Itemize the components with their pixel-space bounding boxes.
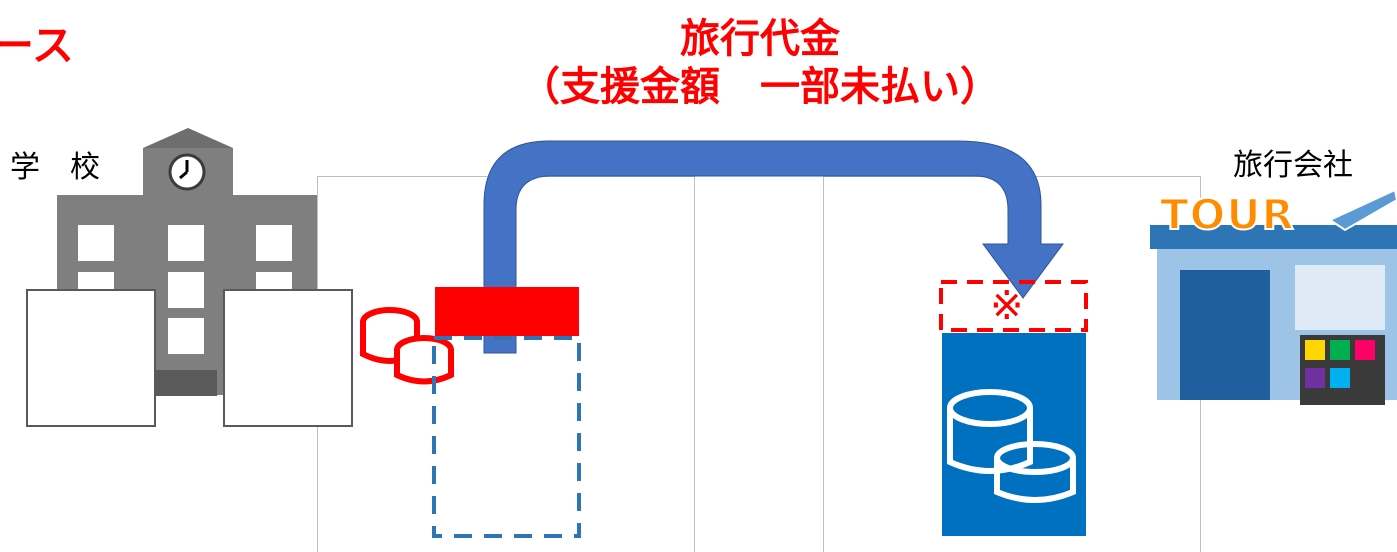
airplane-icon <box>1327 188 1397 232</box>
paid-bar <box>435 287 579 336</box>
school-label: 学 校 <box>10 150 100 185</box>
unpaid-mark: ※ <box>990 283 1024 329</box>
unpaid-portion-box <box>939 280 1088 332</box>
arrow-label-line2: （支援金額 一部未払い） <box>520 64 1000 110</box>
school-building-icon <box>26 128 353 427</box>
agency-sign-text: TOUR <box>1159 189 1295 240</box>
travel-agency-icon <box>1150 225 1397 405</box>
clock-icon <box>168 153 206 191</box>
payment-arrow <box>483 140 1064 354</box>
white-coins-icon <box>947 389 1076 503</box>
fund-box <box>942 333 1086 536</box>
red-coins-icon <box>360 307 454 385</box>
heading-fragment: ース <box>0 21 74 70</box>
agency-label: 旅行会社 <box>1233 148 1353 183</box>
arrow-label-line1: 旅行代金 <box>680 16 840 62</box>
unpaid-dashed-box <box>432 336 581 538</box>
